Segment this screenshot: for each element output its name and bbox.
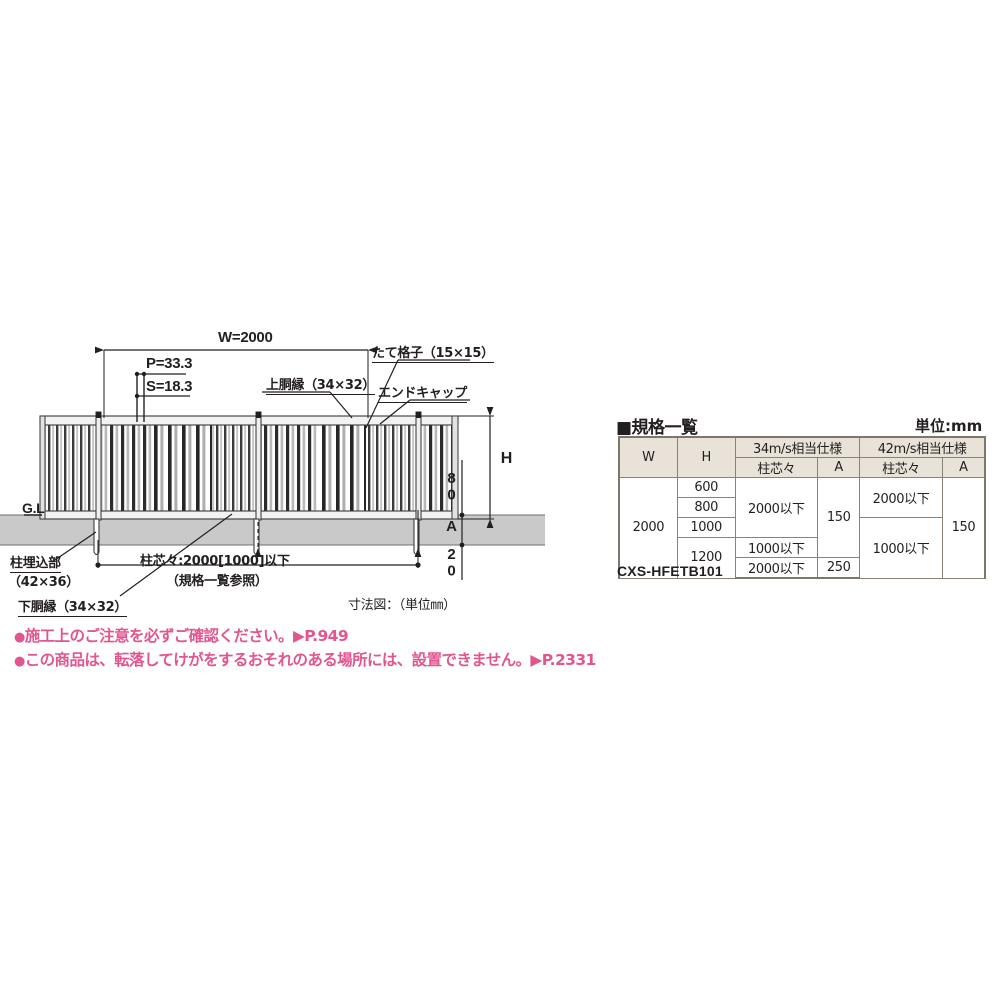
drawing-svg — [0, 346, 545, 597]
note-item: ●この商品は、転落してけがをするおそれのある場所には、設置できません。▶P.23… — [14, 649, 596, 673]
cell-h-1000: 1000 — [676, 517, 736, 538]
cell-pitch34-a: 2000以下 — [734, 477, 819, 538]
note-item: ●施工上のご注意を必ずご確認ください。▶P.949 — [14, 625, 596, 649]
cell-w: 2000 — [617, 477, 678, 579]
table-row: 2000以下 250 — [619, 557, 985, 579]
table-header-row-1: W H 34m/s相当仕様 42m/s相当仕様 — [617, 436, 987, 478]
dim-embed-a: A — [443, 518, 460, 535]
drawing-caption: 寸法図：（単位㎜） — [348, 598, 456, 613]
dimension-drawing: W=2000 P=33.3 S=18.3 上胴縁（34×32） たて格子（15×… — [0, 300, 620, 630]
note-text: この商品は、転落してけがをするおそれのある場所には、設置できません。▶P.233… — [24, 651, 597, 669]
cell-pitch42-b: 1000以下 — [859, 517, 943, 579]
header-group-42: 42m/s相当仕様 — [859, 436, 987, 458]
header-pitch-42: 柱芯々 — [859, 457, 943, 478]
table-header-row-2: 柱芯々 A 柱芯々 A — [619, 457, 986, 478]
cell-pitch34-c: 2000以下 — [734, 557, 819, 579]
dim-slat-gap: S=18.3 — [146, 378, 193, 395]
callout-post-embed-size: （42×36） — [8, 575, 79, 590]
spec-table-body: 2000 600 2000以下 150 2000以下 150 800 1000 … — [617, 477, 986, 579]
note-bullet: ● — [14, 630, 25, 645]
ground-line-label: G.L — [22, 500, 45, 516]
notes-list: ●施工上のご注意を必ずご確認ください。▶P.949 ●この商品は、転落してけがを… — [14, 625, 596, 673]
cell-h-800: 800 — [676, 497, 736, 518]
dim-post-spacing-note: （規格一覧参照） — [166, 574, 268, 589]
table-row: 1000 1000以下 — [619, 517, 985, 579]
dim-overall-width: W=2000 — [218, 329, 273, 346]
callout-post-embed: 柱埋込部 — [10, 552, 61, 573]
dim-post-spacing: 柱芯々:2000[1000]以下 — [140, 554, 290, 569]
spec-table-title: ■規格一覧 — [616, 418, 698, 438]
table-row: 2000 600 2000以下 150 2000以下 150 — [617, 477, 986, 579]
header-group-34: 34m/s相当仕様 — [734, 436, 861, 458]
note-bullet: ● — [14, 654, 25, 669]
dim-ground-offset: 20 — [443, 546, 460, 580]
header-h: H — [676, 436, 736, 478]
cell-a42-150: 150 — [941, 477, 986, 579]
cell-pitch34-b: 1000以下 — [734, 537, 819, 558]
callout-lower-rail: 下胴縁（34×32） — [18, 596, 127, 617]
table-row: 800 — [619, 497, 985, 518]
header-w: W — [617, 436, 678, 478]
header-pitch-34: 柱芯々 — [734, 457, 819, 478]
cell-a34-150: 150 — [817, 477, 861, 558]
header-a-42: A — [941, 457, 986, 478]
callout-end-cap: エンドキャップ — [378, 382, 467, 403]
header-a-34: A — [817, 457, 861, 478]
dim-height: H — [498, 450, 515, 467]
note-text: 施工上のご注意を必ずご確認ください。▶P.949 — [24, 627, 349, 645]
cell-h-600: 600 — [676, 477, 736, 498]
spec-table-wrap: W H 34m/s相当仕様 42m/s相当仕様 柱芯々 A 柱芯々 A 2000… — [617, 436, 987, 579]
spec-table-head: W H 34m/s相当仕様 42m/s相当仕様 柱芯々 A 柱芯々 A — [617, 436, 987, 478]
product-code: CXS-HFETB101 — [617, 563, 723, 579]
callout-vertical-lattice: たて格子（15×15） — [372, 342, 494, 363]
cell-pitch42-a: 2000以下 — [859, 477, 943, 518]
cell-h-1200: 1200 — [676, 537, 736, 579]
spec-table-unit: 単位:mm — [915, 417, 983, 435]
table-row: 1200 1000以下 — [619, 537, 985, 579]
callout-upper-rail: 上胴縁（34×32） — [266, 374, 375, 395]
spec-table: W H 34m/s相当仕様 42m/s相当仕様 柱芯々 A 柱芯々 A 2000… — [617, 436, 987, 579]
cell-a34-250: 250 — [817, 557, 861, 579]
dim-pitch: P=33.3 — [146, 355, 193, 372]
dim-top-rail-offset: 80 — [443, 470, 460, 504]
